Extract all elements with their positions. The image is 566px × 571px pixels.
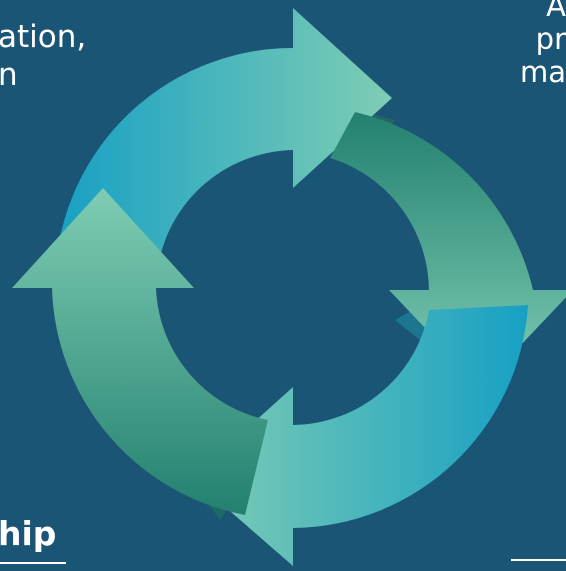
underline-right [511, 559, 566, 561]
cycle-arrow-top [54, 8, 393, 290]
cycle-arrow-bottom [192, 305, 528, 566]
text-top-left-line-1: ation, [0, 19, 87, 55]
text-top-right-line-2: pr [535, 22, 566, 56]
text-top-left-line-2: n [0, 57, 18, 93]
text-top-right-line-1: A [546, 0, 566, 23]
underline-left [0, 562, 66, 564]
text-top-right: A pr ma [520, 0, 566, 89]
cycle-arrow-left [12, 188, 268, 515]
text-bottom-left: hip [0, 514, 57, 553]
text-top-left: ation, n [0, 18, 86, 94]
text-top-right-line-3: ma [519, 55, 566, 89]
